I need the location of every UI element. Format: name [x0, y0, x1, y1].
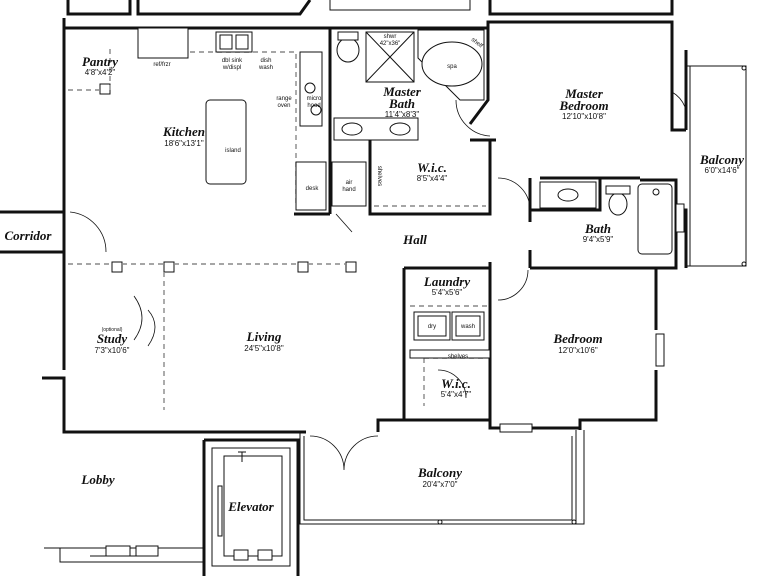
micro-label-1: micro	[307, 96, 322, 102]
kitchen-dims: 18'6"x13'1"	[164, 139, 204, 148]
range-label-2: oven	[277, 103, 290, 109]
bath-fixtures	[333, 29, 685, 367]
wash-label: wash	[460, 324, 475, 330]
sink-label-1: dbl sink	[222, 58, 243, 64]
shower-label-2: 42"x36"	[380, 41, 401, 47]
bedroom-name: Bedroom	[552, 331, 602, 346]
hall-name: Hall	[402, 232, 427, 247]
dish-label-1: dish	[260, 58, 271, 64]
kitchen-name: Kitchen	[162, 124, 205, 139]
lobby-name: Lobby	[80, 472, 114, 487]
bedroom-shelves-label: shelves	[448, 354, 468, 360]
bath-dims: 9'4"x5'9"	[583, 235, 614, 244]
pantry-name: Pantry	[82, 54, 118, 69]
desk-label: desk	[306, 186, 320, 192]
master-bath-name-2: Bath	[388, 96, 415, 111]
airhand-label-1: air	[346, 180, 353, 186]
laundry-name: Laundry	[423, 274, 470, 289]
balcony-posts	[105, 65, 747, 557]
bathtub	[637, 183, 673, 255]
master-bath-dims: 11'4"x8'3"	[385, 110, 420, 119]
desk	[295, 161, 327, 211]
pantry-dims: 4'8"x4'2"	[85, 68, 116, 77]
study-dims: 7'3"x10'6"	[95, 346, 130, 355]
elevator-name: Elevator	[227, 499, 274, 514]
elevator-details	[217, 451, 273, 561]
refrigerator	[137, 27, 189, 59]
kitchen-fixtures	[137, 27, 367, 211]
sink-label-2: w/displ	[222, 65, 241, 71]
living-name: Living	[246, 329, 282, 344]
balcony-bottom-name: Balcony	[417, 465, 462, 480]
living-dims: 24'5"x10'8"	[244, 344, 284, 353]
wic-shelves-label: shelves	[376, 166, 382, 186]
bedroom-wic-name: W.i.c.	[441, 376, 471, 391]
bedroom-dims: 12'0"x10'6"	[558, 346, 598, 355]
micro-label-2: hood	[307, 103, 320, 109]
balcony-bottom-dims: 20'4"x7'0"	[423, 480, 458, 489]
laundry-fixtures	[409, 311, 491, 359]
master-wic-dims: 8'5"x4'4"	[417, 174, 448, 183]
bath-name: Bath	[584, 221, 611, 236]
balcony-right-dims: 6'0"x14'6"	[705, 166, 740, 175]
master-bath-name-1: Master	[382, 84, 422, 99]
balcony-right-name: Balcony	[699, 152, 744, 167]
master-wic-name: W.i.c.	[417, 160, 447, 175]
study-note: (optional)	[102, 327, 123, 333]
island-label: island	[225, 148, 241, 154]
dish-label-2: wash	[258, 65, 273, 71]
toilet	[336, 37, 360, 63]
room-labels: Pantry 4'8"x4'2" Kitchen 18'6"x13'1" Mas…	[5, 54, 745, 514]
dry-label: dry	[428, 324, 436, 330]
laundry-dims: 5'4"x5'6"	[432, 288, 463, 297]
island	[205, 99, 247, 185]
study-name: Study	[97, 331, 128, 346]
spa-label: spa	[447, 64, 457, 70]
master-bedroom-dims: 12'10"x10'8"	[562, 112, 606, 121]
corridor-name: Corridor	[5, 228, 53, 243]
bedroom-wic-dims: 5'4"x4'7"	[441, 390, 472, 399]
master-bedroom-name-1: Master	[564, 86, 604, 101]
walls	[0, 0, 747, 576]
air-handler	[331, 161, 367, 207]
ref-label: ref/frzr	[153, 62, 170, 68]
shower-label-1: shwr	[384, 34, 397, 40]
range-label-1: range	[276, 96, 292, 102]
doors	[69, 91, 688, 471]
columns	[99, 83, 357, 273]
airhand-label-2: hand	[342, 187, 355, 193]
master-bedroom-name-2: Bedroom	[558, 98, 608, 113]
